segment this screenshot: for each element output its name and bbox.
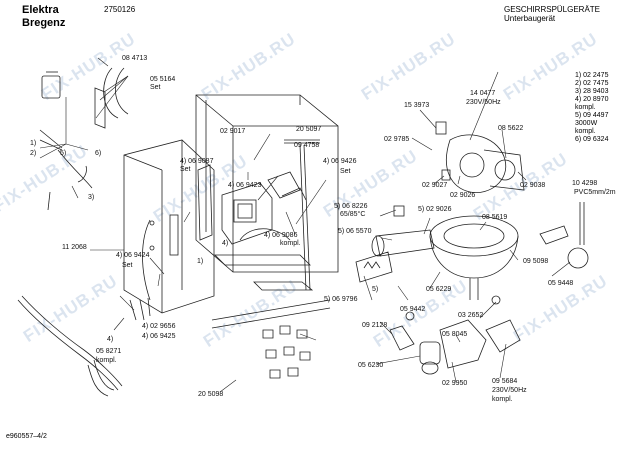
part-label: 05 8045	[442, 331, 468, 338]
brand-name: Elektra	[22, 4, 59, 16]
legend-item: 3000W	[575, 120, 598, 127]
model-name: Bregenz	[22, 17, 66, 29]
part-label: 2)	[30, 150, 37, 157]
heater-unit	[355, 205, 435, 283]
part-label: 05 6229	[426, 286, 452, 293]
part-label: 5) 06 8226	[334, 203, 368, 210]
part-label: 09 5098	[523, 258, 549, 265]
part-label: 5)	[60, 150, 67, 157]
part-label: 4)	[222, 240, 229, 247]
cabinet-frame	[195, 94, 339, 329]
part-label: 02 9038	[520, 182, 546, 189]
part-label: 5) 06 9796	[324, 296, 358, 303]
part-label: Set	[122, 262, 133, 269]
part-label: 20 5097	[296, 126, 322, 133]
appliance-subcategory: Unterbaugerät	[504, 14, 556, 23]
part-label: 09 2128	[362, 322, 388, 329]
part-label: 03 2652	[458, 312, 484, 319]
part-label: 4) 06 9426	[323, 158, 357, 165]
legend-item: 2) 02 7475	[575, 80, 609, 87]
legend-item: kompl.	[575, 104, 596, 111]
part-label: 08 5619	[482, 214, 508, 221]
pump-assembly	[435, 121, 525, 194]
part-label: 4) 06 9087	[180, 158, 214, 165]
part-label: 09 5684	[492, 378, 518, 385]
part-label: 4) 06 9424	[116, 252, 150, 259]
part-label: 230V/50Hz	[492, 387, 527, 394]
appliance-category: GESCHIRRSPÜLGERÄTE	[504, 5, 601, 14]
part-label: 4) 06 9086	[264, 232, 298, 239]
part-label: 65/85°C	[340, 211, 366, 218]
part-label: PVC5mm/2m	[574, 189, 616, 196]
part-label: 05 8271	[96, 348, 122, 355]
sump-bowl	[429, 215, 519, 300]
part-label: 09 4758	[294, 142, 320, 149]
appliance-number: 2750126	[104, 5, 136, 14]
part-label: kompl.	[96, 357, 117, 364]
part-label: 5) 06 5570	[338, 228, 372, 235]
pressure-sensor	[539, 202, 589, 269]
leader-lines	[39, 57, 571, 393]
part-label: 20 5098	[198, 391, 224, 398]
part-label: 4)	[107, 336, 114, 343]
part-label: 02 9026	[450, 192, 476, 199]
hoses-left	[17, 67, 151, 397]
part-label: 08 5622	[498, 125, 524, 132]
part-label: 05 6230	[358, 362, 384, 369]
legend-item: 5) 09 4497	[575, 112, 609, 119]
part-label: 08 4713	[122, 55, 148, 62]
part-label: Set	[340, 168, 351, 175]
part-label: 15 3973	[404, 102, 430, 109]
part-label: 4) 02 9656	[142, 323, 176, 330]
part-label: 3)	[88, 194, 95, 201]
legend-item: 1) 02 2475	[575, 72, 609, 79]
part-label: kompl.	[492, 396, 513, 403]
part-label: 05 9442	[400, 306, 426, 313]
part-label: 05 5164	[150, 76, 176, 83]
part-label: 5) 02 9026	[418, 206, 452, 213]
part-label: 02 9027	[422, 182, 448, 189]
door-panel	[123, 139, 215, 314]
part-label: 02 9950	[442, 380, 468, 387]
part-label: kompl.	[280, 240, 301, 247]
part-label: 14 0477	[470, 90, 496, 97]
part-label: Set	[150, 84, 161, 91]
hose-clips	[262, 325, 311, 379]
legend-item: kompl.	[575, 128, 596, 135]
part-label: 5)	[372, 286, 379, 293]
side-rails	[253, 139, 320, 291]
part-label: 05 9448	[548, 280, 574, 287]
part-label: Set	[180, 166, 191, 173]
legend-item: 6) 09 6324	[575, 136, 609, 143]
part-label: 6)	[95, 150, 102, 157]
part-label: 02 9017	[220, 128, 246, 135]
document-id: e960557–4/2	[6, 433, 47, 440]
legend-item: 4) 20 8970	[575, 96, 609, 103]
part-label: 11 2068	[62, 244, 87, 251]
part-label: 230V/50Hz	[466, 99, 501, 106]
legend-item: 3) 28 9403	[575, 88, 609, 95]
footnote-legend: 1) 02 2475 2) 02 7475 3) 28 9403 4) 20 8…	[575, 72, 608, 144]
drain-pump	[389, 295, 521, 375]
dispenser-unit	[197, 164, 307, 245]
part-label: 1)	[30, 140, 37, 147]
part-label: 1)	[197, 258, 204, 265]
part-label: 02 9785	[384, 136, 410, 143]
part-label: 4) 06 9425	[142, 333, 176, 340]
part-label: 10 4298	[572, 180, 598, 187]
part-label: 4) 06 9423	[228, 182, 262, 189]
